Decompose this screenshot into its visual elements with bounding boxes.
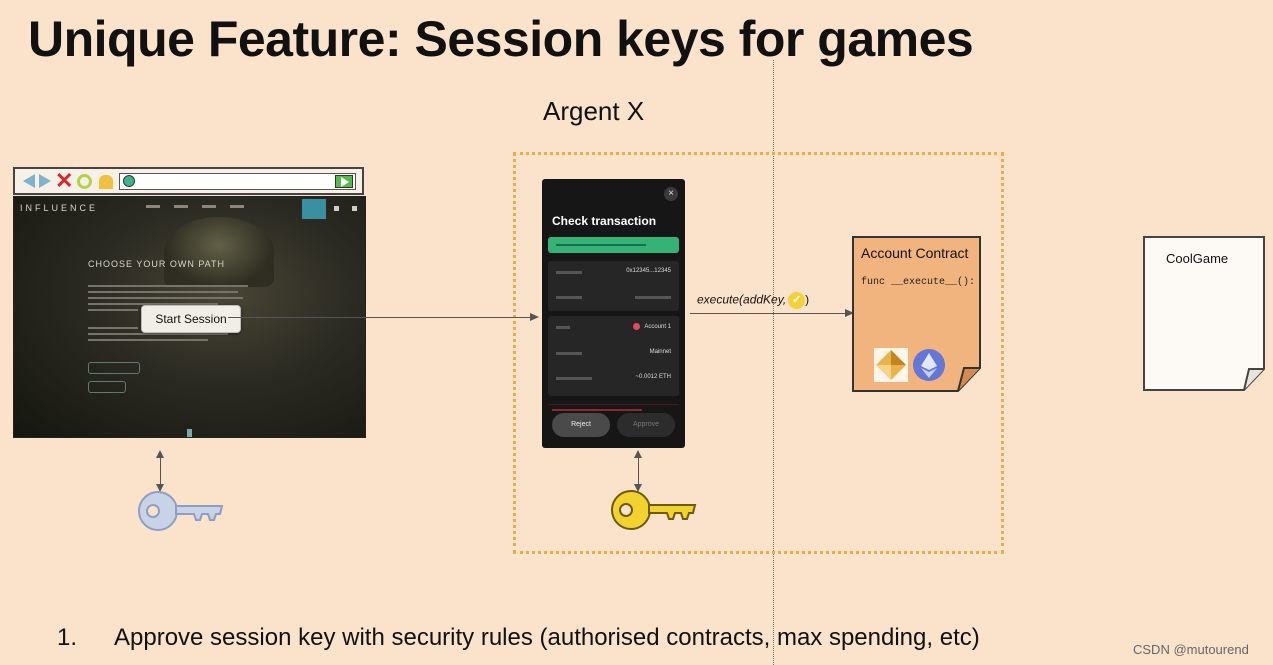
twitter-icon[interactable]	[334, 206, 339, 211]
popup-title: Check transaction	[552, 214, 657, 228]
text-line	[88, 303, 218, 305]
text-line	[88, 291, 238, 293]
network-value: Mainnet	[649, 349, 671, 355]
home-icon[interactable]	[99, 175, 113, 189]
reload-icon[interactable]	[77, 174, 92, 189]
scroll-indicator	[187, 429, 192, 437]
details-card: Account 1 Mainnet ~0.0012 ETH	[548, 316, 679, 396]
wallet-boundary-box	[513, 152, 1004, 554]
action-row	[556, 293, 671, 303]
site-icon	[123, 175, 135, 187]
session-key-link	[638, 457, 639, 487]
game-nav-item[interactable]	[230, 205, 244, 208]
game-headline: CHOOSE YOUR OWN PATH	[88, 259, 226, 269]
arrow-head	[156, 450, 164, 458]
address-bar[interactable]	[119, 173, 356, 190]
text-line	[88, 309, 138, 311]
session-key-icon	[611, 490, 697, 530]
close-icon[interactable]: ✕	[55, 168, 74, 193]
footer-text: Approve session key with security rules …	[114, 624, 980, 651]
argent-wallet-popup: × Check transaction 0x12345...12345 Acco…	[542, 179, 685, 448]
game-button[interactable]	[88, 362, 140, 374]
start-session-button[interactable]: Start Session	[141, 305, 241, 333]
browser-toolbar: ✕	[13, 167, 364, 195]
divider-line	[773, 60, 774, 665]
arrow-head	[156, 484, 164, 492]
game-button[interactable]	[88, 381, 126, 393]
contract-value: 0x12345...12345	[626, 268, 671, 274]
arrow-to-wallet	[228, 317, 530, 318]
from-row: Account 1	[556, 323, 671, 333]
fee-row: ~0.0012 ETH	[556, 374, 671, 384]
starknet-icon	[874, 348, 908, 382]
network-row: Mainnet	[556, 349, 671, 359]
go-icon[interactable]	[335, 175, 353, 188]
text-line	[88, 285, 248, 287]
text-line	[88, 297, 243, 299]
argent-x-label: Argent X	[543, 96, 645, 126]
arrow-head	[845, 309, 854, 317]
account-contract-code: func __execute__():	[861, 277, 976, 288]
fee-value: ~0.0012 ETH	[635, 374, 671, 380]
ethereum-icon	[913, 349, 945, 381]
arrow-head	[634, 450, 642, 458]
approve-button[interactable]: Approve	[617, 413, 675, 437]
arrow-head	[634, 484, 642, 492]
execute-close-paren: )	[805, 292, 810, 307]
text-line	[88, 339, 208, 341]
close-icon[interactable]: ×	[664, 187, 678, 201]
play-button[interactable]	[302, 199, 326, 219]
coolgame-document	[1143, 236, 1265, 391]
discord-icon[interactable]	[352, 206, 357, 211]
from-value: Account 1	[644, 324, 671, 331]
back-icon[interactable]	[23, 174, 35, 188]
game-nav-item[interactable]	[146, 205, 160, 208]
execute-call-label: execute(addKey,✓)	[697, 292, 809, 309]
game-nav	[146, 205, 244, 208]
text-line	[88, 327, 138, 329]
game-nav-item[interactable]	[174, 205, 188, 208]
footer-number: 1.	[57, 624, 78, 651]
game-nav-item[interactable]	[202, 205, 216, 208]
forward-icon[interactable]	[39, 174, 51, 188]
reject-button[interactable]: Reject	[552, 413, 610, 437]
arrow-head	[530, 313, 539, 321]
account-avatar	[633, 323, 641, 330]
warning-text	[548, 404, 679, 414]
text-line	[88, 333, 228, 335]
game-artwork	[164, 217, 274, 287]
contract-card: 0x12345...12345	[548, 261, 679, 311]
watermark-credit: CSDN @mutourend	[1133, 642, 1249, 657]
execute-call-text: execute(addKey,	[697, 292, 787, 307]
arrow-to-account-contract	[690, 313, 845, 314]
user-key-icon	[138, 491, 224, 531]
success-banner	[548, 237, 679, 253]
account-contract-title: Account Contract	[861, 245, 969, 261]
page-title: Unique Feature: Session keys for games	[28, 11, 974, 67]
coolgame-title: CoolGame	[1166, 251, 1229, 266]
contract-row: 0x12345...12345	[556, 268, 671, 278]
user-key-link	[160, 457, 161, 487]
check-icon: ✓	[788, 292, 806, 309]
game-logo: INFLUENCE	[20, 203, 99, 213]
